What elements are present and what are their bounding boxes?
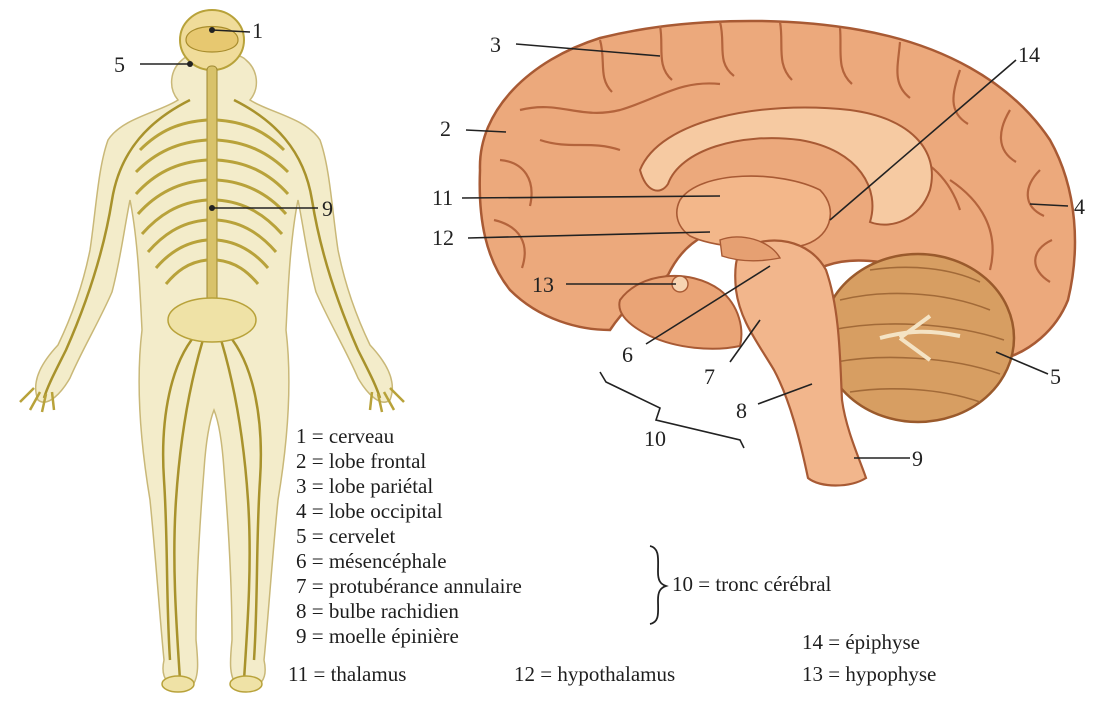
legend-item-13: 13 = hypophyse xyxy=(802,664,936,685)
legend-item-7: 7 = protubérance annulaire xyxy=(296,576,522,597)
right-foot xyxy=(230,676,262,692)
label-13: 13 xyxy=(532,272,554,297)
cerebellum xyxy=(822,254,1014,422)
label-6: 6 xyxy=(622,342,633,367)
legend-item-2: 2 = lobe frontal xyxy=(296,451,426,472)
legend-item-12: 12 = hypothalamus xyxy=(514,664,675,685)
legend-item-5: 5 = cervelet xyxy=(296,526,395,547)
legend-item-3: 3 = lobe pariétal xyxy=(296,476,433,497)
label-14: 14 xyxy=(1018,42,1040,67)
thalamus-region xyxy=(677,176,831,248)
label-11: 11 xyxy=(432,185,453,210)
legend-item-1: 1 = cerveau xyxy=(296,426,394,447)
legend-item-14: 14 = épiphyse xyxy=(802,632,920,653)
label-12: 12 xyxy=(432,225,454,250)
left-foot xyxy=(162,676,194,692)
legend-item-8: 8 = bulbe rachidien xyxy=(296,601,459,622)
pelvis xyxy=(168,298,256,342)
legend-item-11: 11 = thalamus xyxy=(288,664,406,685)
label-5-cerebellum: 5 xyxy=(1050,364,1061,389)
label-3: 3 xyxy=(490,32,501,57)
legend-item-4: 4 = lobe occipital xyxy=(296,501,443,522)
label-9-spinal: 9 xyxy=(912,446,923,471)
spinal-cord xyxy=(207,66,217,336)
label-2: 2 xyxy=(440,116,451,141)
label-7: 7 xyxy=(704,364,715,389)
marker-dot xyxy=(209,27,215,33)
legend-item-9: 9 = moelle épinière xyxy=(296,626,459,647)
label-10: 10 xyxy=(644,426,666,451)
label-5: 5 xyxy=(114,52,125,77)
label-8: 8 xyxy=(736,398,747,423)
brain-section: 3 2 14 4 11 12 13 6 7 8 5 9 10 xyxy=(432,21,1085,486)
label-1: 1 xyxy=(252,18,263,43)
marker-dot xyxy=(209,205,215,211)
legend-group-10: 10 = tronc cérébral xyxy=(672,574,831,595)
legend-item-6: 6 = mésencéphale xyxy=(296,551,447,572)
label-4: 4 xyxy=(1074,194,1085,219)
legend-brace xyxy=(650,546,666,624)
label-9: 9 xyxy=(322,196,333,221)
marker-dot xyxy=(187,61,193,67)
